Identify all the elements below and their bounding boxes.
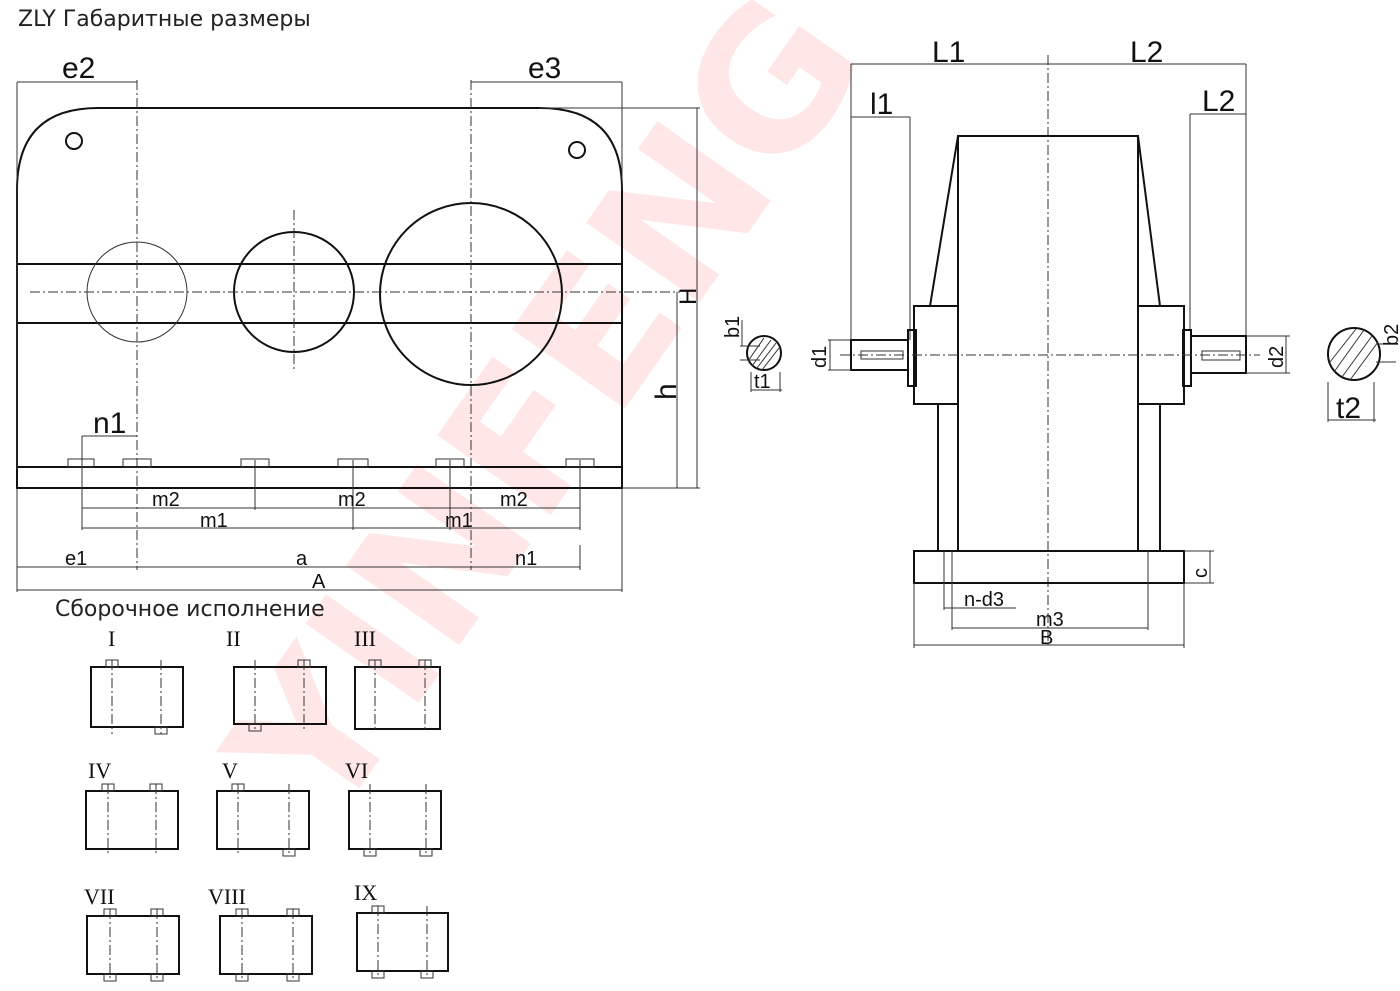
- dim-l1: l1: [870, 88, 893, 121]
- dim-L1: L1: [932, 36, 965, 69]
- dim-m2-left: m2: [152, 489, 180, 511]
- assembly-label-5: V: [222, 758, 238, 783]
- base-plate: [16, 466, 623, 489]
- assembly-box-2: [233, 666, 327, 725]
- assembly-label-7: VII: [84, 884, 115, 909]
- assembly-label-2: II: [226, 626, 241, 651]
- lifting-hole-left: [65, 132, 83, 150]
- assembly-box-1: [90, 666, 184, 728]
- dim-d1: d1: [809, 346, 831, 368]
- dim-a: a: [296, 548, 308, 570]
- assembly-label-9: IX: [354, 880, 377, 905]
- dim-e2: e2: [62, 52, 95, 85]
- assembly-title: Сборочное исполнение: [55, 597, 325, 622]
- assembly-label-6: VI: [345, 758, 368, 783]
- dim-b2: b2: [1381, 324, 1400, 346]
- dim-A: A: [312, 571, 326, 593]
- bolt-head: [67, 458, 95, 468]
- dim-m2-mid: m2: [338, 489, 366, 511]
- dim-d2: d2: [1266, 346, 1288, 368]
- assembly-grid: I II III IV V VI VII: [84, 626, 449, 982]
- dim-m1-left: m1: [200, 510, 228, 532]
- watermark: YINFENG: [185, 0, 907, 857]
- assembly-box-9: [356, 912, 449, 972]
- assembly-box-5: [216, 790, 310, 850]
- assembly-box-8: [219, 915, 313, 975]
- section-circle-2: [1327, 327, 1381, 381]
- dim-m1-right: m1: [445, 510, 473, 532]
- shaft-section-2: b2 t2: [1327, 324, 1400, 425]
- assembly-label-3: III: [354, 626, 376, 651]
- dim-b1: b1: [722, 316, 744, 338]
- dim-e1: e1: [65, 548, 87, 570]
- dim-n1-bottom: n1: [515, 548, 537, 570]
- page-title: ZLY Габаритные размеры: [18, 7, 311, 32]
- shaft-section-1: b1 t1: [722, 316, 782, 393]
- dim-B: B: [1040, 627, 1053, 649]
- front-view: e2 e3 H h n1 m2 m2 m2 m1 m1 e1 a n1: [16, 52, 702, 593]
- assembly-box-4: [85, 790, 179, 850]
- watermark-text: YINFENG: [185, 0, 907, 857]
- dim-m2-right: m2: [500, 489, 528, 511]
- dim-n1-top: n1: [93, 407, 126, 440]
- dim-t2: t2: [1336, 392, 1361, 425]
- dim-L2-shaft: L2: [1202, 85, 1235, 118]
- side-base: [913, 550, 1185, 584]
- assembly-box-7: [86, 915, 180, 975]
- dim-h: h: [650, 383, 683, 400]
- section-circle-1: [746, 335, 782, 371]
- dim-e3: e3: [528, 52, 561, 85]
- lifting-hole-right: [568, 141, 586, 159]
- dim-H: H: [675, 288, 702, 305]
- assembly-label-1: I: [108, 626, 115, 651]
- dim-c: c: [1190, 568, 1212, 578]
- dim-L2: L2: [1130, 36, 1163, 69]
- housing-outline: [16, 107, 623, 470]
- assembly-box-6: [348, 790, 442, 850]
- assembly-box-3: [354, 666, 441, 730]
- dim-m3: m3: [1036, 609, 1064, 631]
- side-view: L1 L2 l1 L2 d1: [809, 36, 1290, 649]
- dim-t1: t1: [754, 371, 771, 393]
- dim-n-d3: n-d3: [964, 589, 1004, 611]
- assembly-label-8: VIII: [208, 884, 246, 909]
- assembly-label-4: IV: [88, 758, 111, 783]
- bolt-head: [122, 458, 152, 468]
